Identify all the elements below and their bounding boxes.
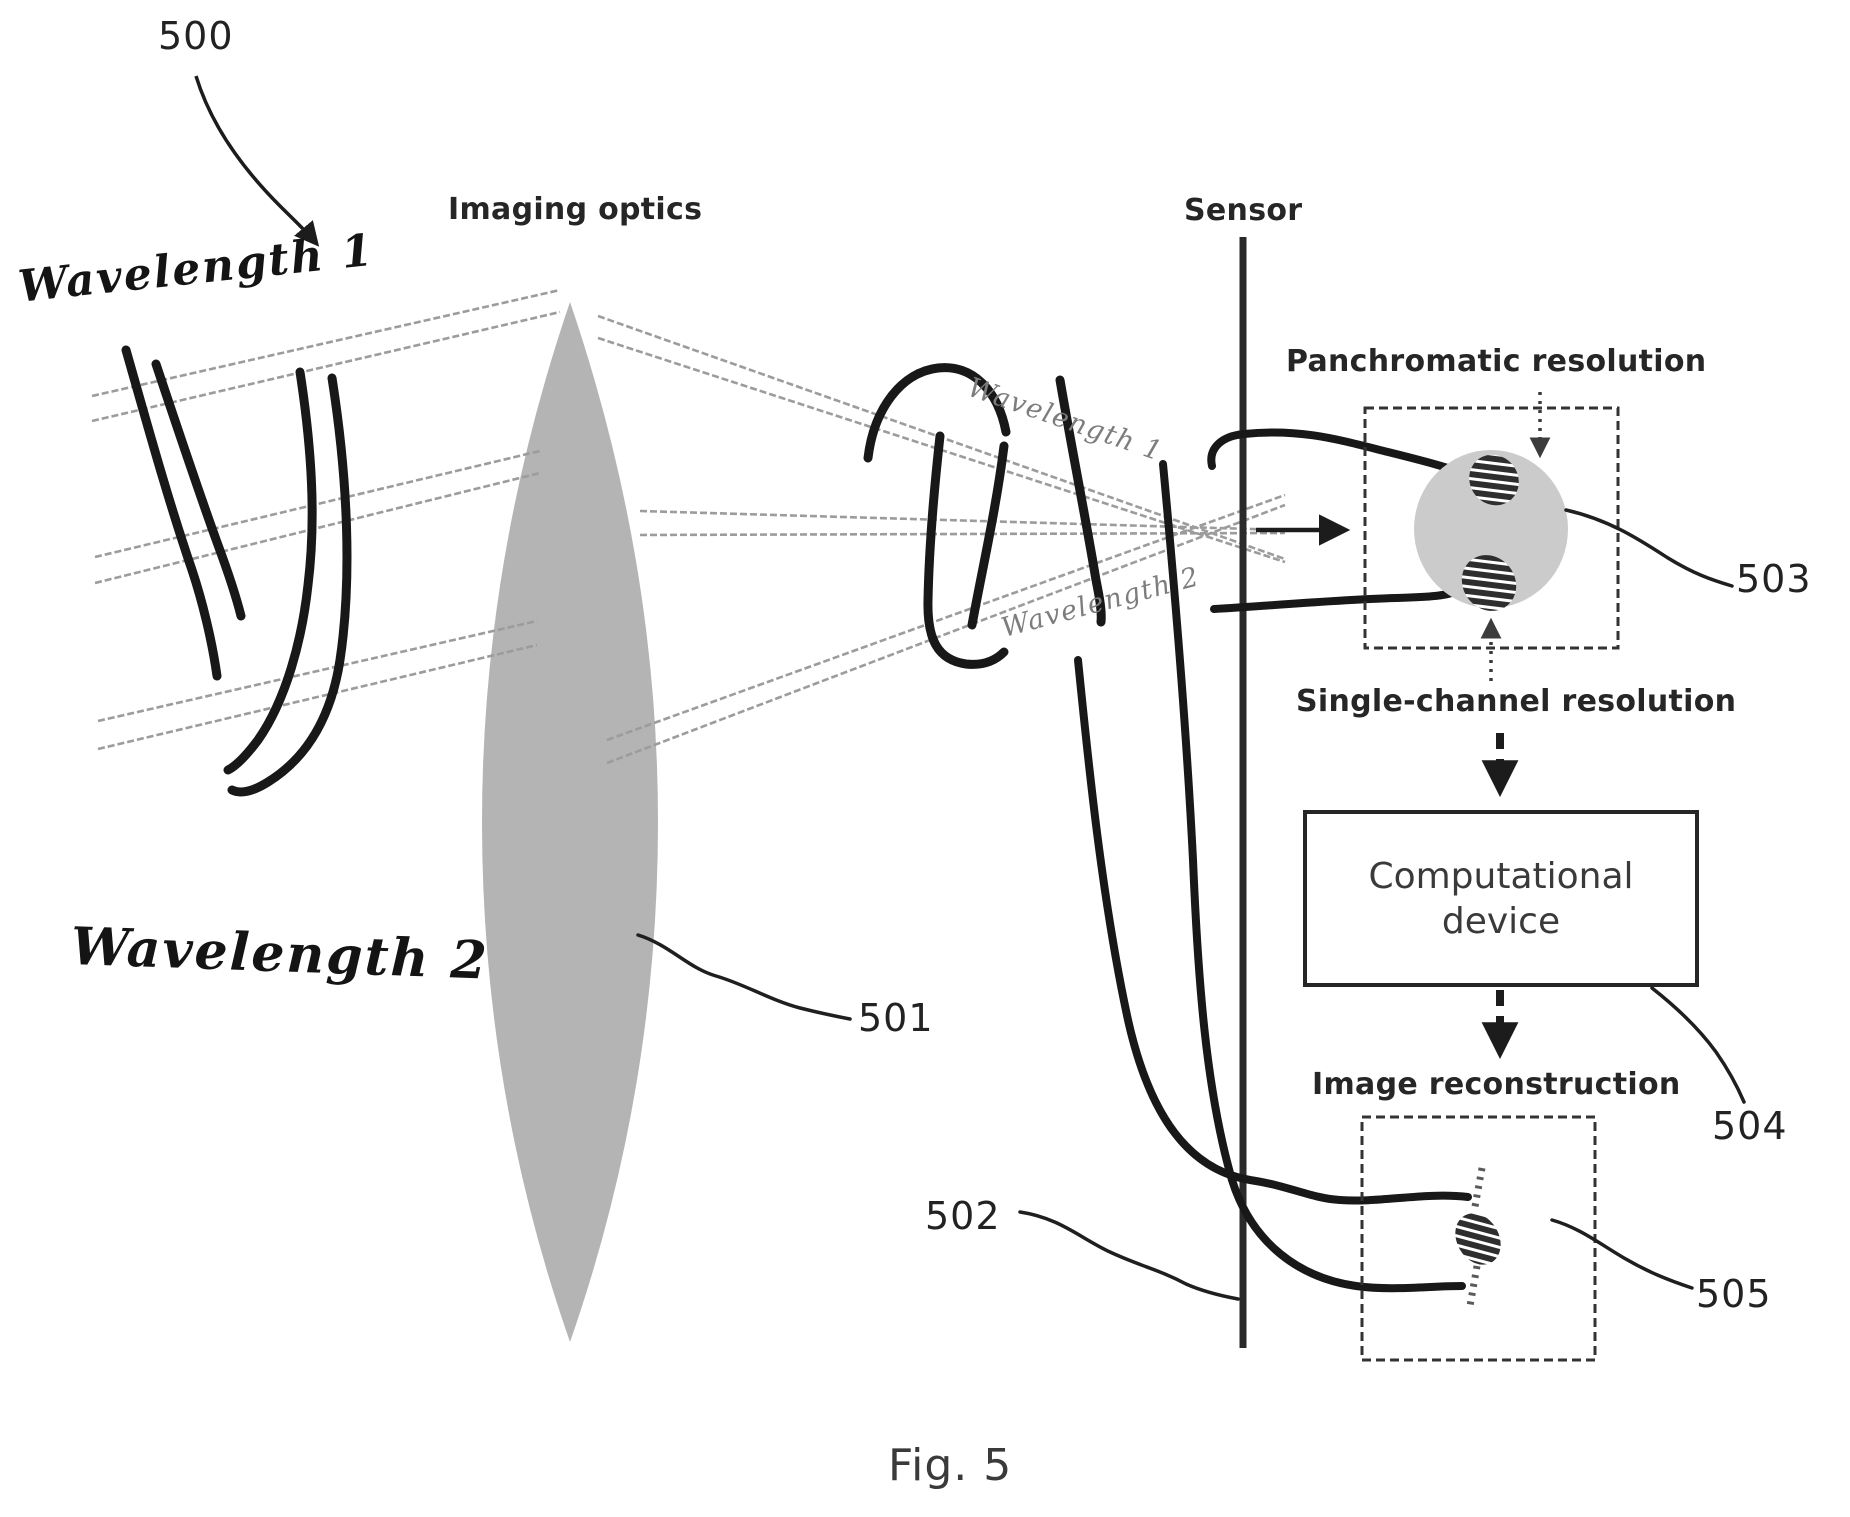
panchromatic-resolution-label: Panchromatic resolution (1286, 344, 1707, 379)
ref-505: 505 (1696, 1272, 1772, 1316)
reconstruction-dot-flare-bottom (1466, 1265, 1481, 1307)
computational-device-box (1303, 810, 1699, 987)
leader-505 (1550, 1218, 1694, 1290)
leader-502 (1018, 1210, 1240, 1301)
computational-device-text: Computational device (1368, 855, 1634, 942)
leader-504 (1650, 986, 1746, 1104)
curve-to-reconstruction-lower (1159, 460, 1466, 1293)
leader-501 (636, 933, 852, 1021)
wavelength2-dot (1461, 555, 1517, 611)
wavelength1-dot (1469, 454, 1519, 506)
wavefront-sketch-wavelength2 (223, 367, 352, 797)
ref-503: 503 (1736, 557, 1812, 601)
curve-wavelength1-to-panchromatic (1207, 428, 1480, 482)
incoming-rays (91, 288, 561, 751)
ref-504: 504 (1712, 1104, 1788, 1148)
panchromatic-spot (1414, 450, 1568, 608)
image-reconstruction-label: Image reconstruction (1312, 1067, 1681, 1102)
ref-501: 501 (858, 996, 934, 1040)
imaging-optics-label: Imaging optics (448, 192, 703, 227)
leader-lines (636, 508, 1746, 1301)
curve-to-reconstruction-upper (1074, 656, 1472, 1205)
reconstruction-dot (1455, 1213, 1501, 1265)
sensor-label: Sensor (1184, 193, 1303, 228)
wavefront-sketch-at-sensor (863, 363, 1106, 669)
figure-caption: Fig. 5 (888, 1440, 1013, 1491)
reconstruction-dot-flare-top (1470, 1167, 1486, 1213)
system-pointer-arrow (194, 75, 320, 247)
ref-502: 502 (925, 1194, 1001, 1238)
single-channel-resolution-label: Single-channel resolution (1296, 684, 1737, 719)
computational-device-label: Computational device (1305, 812, 1697, 985)
wavefront-sketch-wavelength1 (121, 345, 246, 681)
leader-503 (1564, 508, 1734, 588)
ref-500: 500 (158, 14, 234, 58)
lens-shape (482, 302, 658, 1342)
